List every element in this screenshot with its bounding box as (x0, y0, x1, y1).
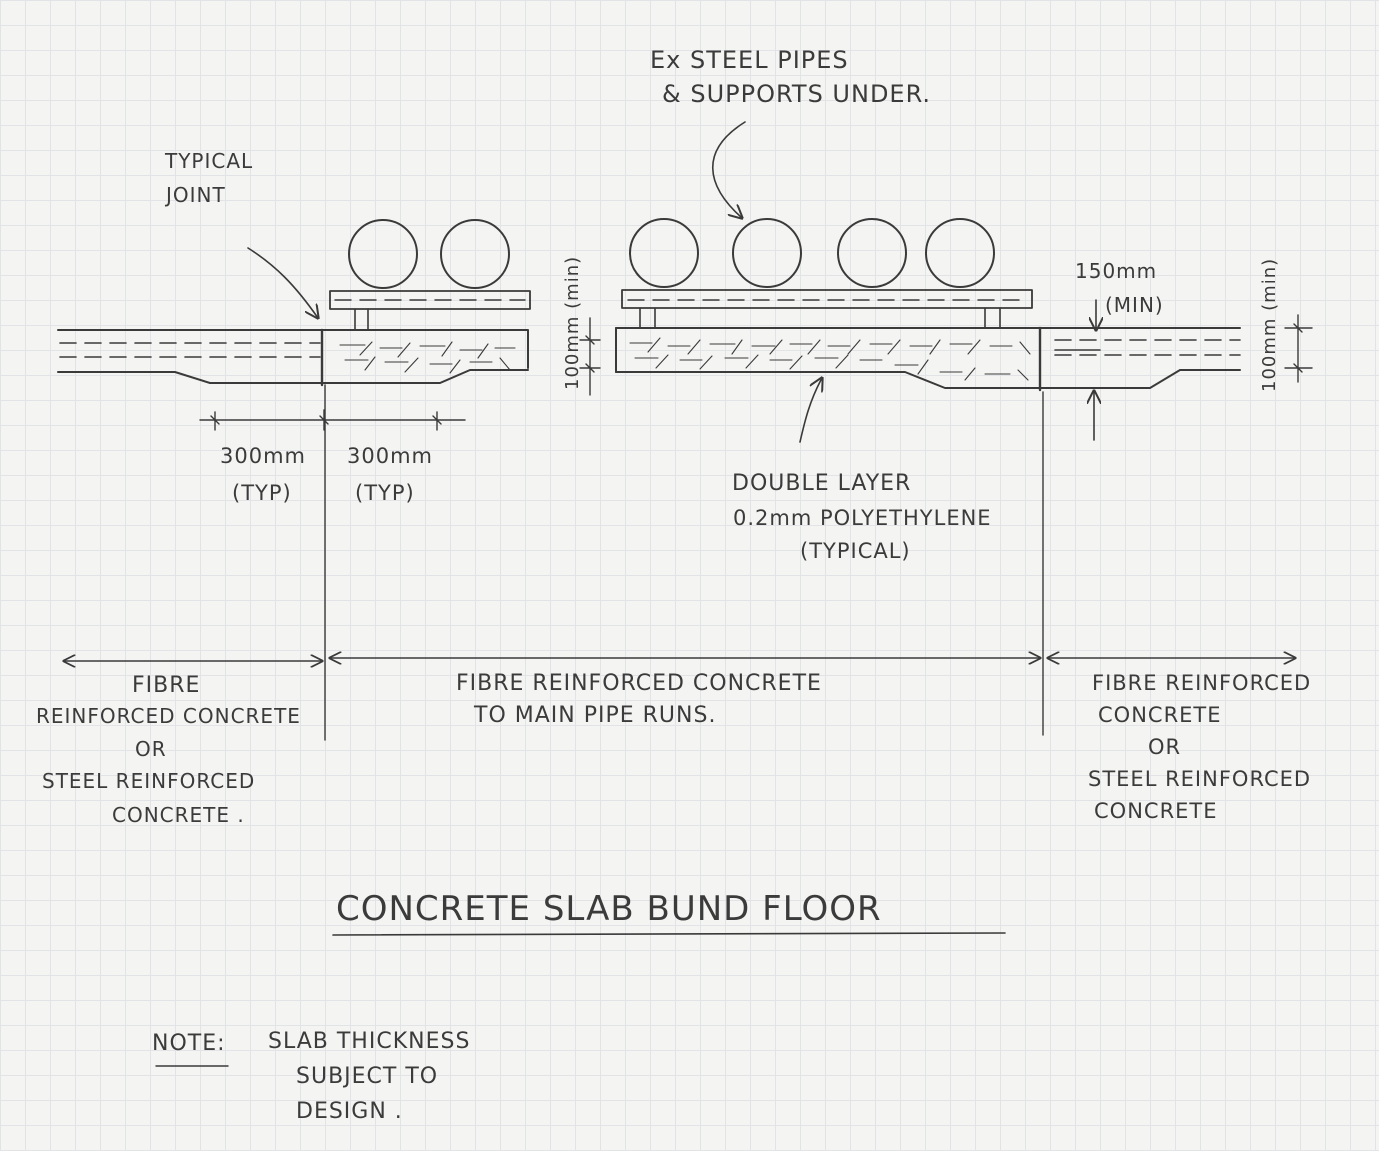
zone-right-line: CONCRETE (1094, 799, 1218, 823)
note-line: SUBJECT TO (296, 1064, 438, 1089)
zone-extent-arrows (64, 658, 1295, 661)
zone-middle-line: FIBRE REINFORCED CONCRETE (456, 671, 822, 696)
steel-pipes (348, 218, 995, 289)
zone-middle-line: TO MAIN PIPE RUNS. (473, 703, 716, 728)
zone-left-label: FIBRE REINFORCED CONCRETE OR STEEL REINF… (36, 673, 301, 827)
slab-section (57, 121, 1313, 741)
zone-left-line: CONCRETE . (112, 803, 245, 827)
joint-label-line1: TYPICAL (164, 149, 253, 173)
zone-middle-label: FIBRE REINFORCED CONCRETE TO MAIN PIPE R… (456, 671, 822, 728)
zone-right-label: FIBRE REINFORCED CONCRETE OR STEEL REINF… (1088, 671, 1311, 823)
design-note: NOTE: SLAB THICKNESS SUBJECT TO DESIGN . (152, 1029, 470, 1124)
thickness-label-right: 100mm (min) (1259, 258, 1280, 392)
zone-right-line: OR (1148, 735, 1181, 759)
dim-left-typ: (TYP) (232, 481, 292, 505)
fibre-hatching (339, 337, 1031, 381)
pipes-label-line1: Ex STEEL PIPES (650, 46, 849, 74)
pipes-leader-arrow (711, 121, 746, 218)
thickness-dimension-right (1284, 314, 1313, 383)
title-underline (332, 932, 1006, 936)
zone-left-line: STEEL REINFORCED (42, 769, 255, 793)
note-label: NOTE: (152, 1031, 226, 1056)
membrane-label-line2: 0.2mm POLYETHYLENE (733, 506, 992, 530)
depth-150-arrows (1094, 299, 1096, 441)
zone-right-line: FIBRE REINFORCED (1092, 671, 1311, 695)
joint-leader-arrow (247, 247, 318, 318)
membrane-label-line3: (TYPICAL) (800, 539, 911, 563)
zone-left-line: REINFORCED CONCRETE (36, 704, 301, 728)
joint-label-line2: JOINT (164, 183, 226, 207)
thickness-label-left: 100mm (min) (562, 256, 583, 390)
membrane-label-line1: DOUBLE LAYER (732, 471, 911, 496)
dim-right-value: 300mm (347, 444, 433, 468)
zone-right-line: STEEL REINFORCED (1088, 767, 1311, 791)
zone-left-line: FIBRE (132, 673, 200, 698)
note-line: DESIGN . (296, 1099, 403, 1124)
joint-dimension-line (199, 409, 466, 431)
depth-label-line2: (MIN) (1105, 293, 1164, 317)
dim-right-typ: (TYP) (355, 481, 415, 505)
thickness-dimension-left (579, 317, 601, 396)
membrane-leader-arrow (799, 378, 822, 443)
pipes-label-line2: & SUPPORTS UNDER. (662, 80, 931, 108)
note-line: SLAB THICKNESS (268, 1029, 470, 1054)
zone-left-line: OR (135, 737, 167, 761)
pipe-supports (329, 289, 1033, 331)
dim-left-value: 300mm (220, 444, 306, 468)
depth-label-line1: 150mm (1075, 259, 1157, 283)
zone-right-line: CONCRETE (1098, 703, 1222, 727)
drawing-title: CONCRETE SLAB BUND FLOOR (336, 889, 882, 929)
